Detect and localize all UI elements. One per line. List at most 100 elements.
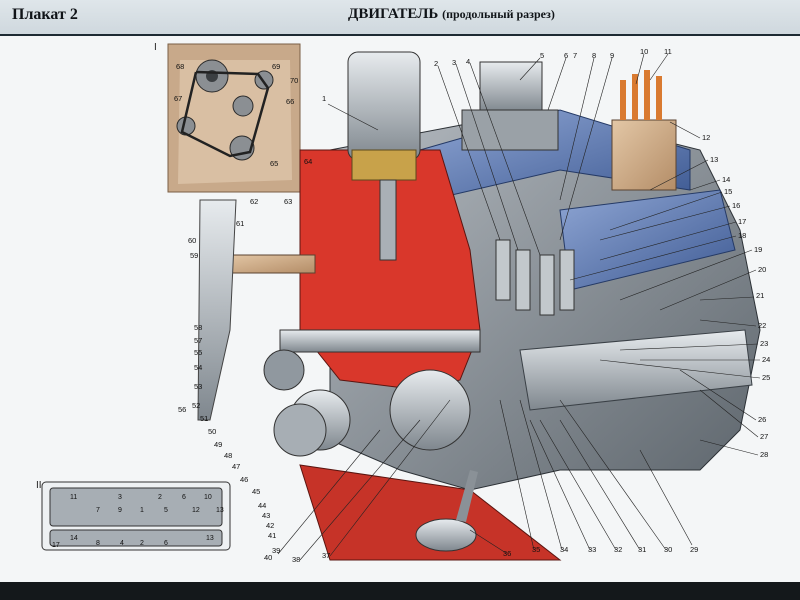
callout-30: 30 — [664, 545, 672, 554]
callout-3: 3 — [452, 58, 456, 67]
svg-text:68: 68 — [176, 62, 184, 71]
callout-51: 51 — [200, 414, 208, 423]
callout-10: 10 — [640, 47, 648, 56]
callout-11: 11 — [664, 47, 672, 56]
callout-2: 2 — [434, 59, 438, 68]
callout-26: 26 — [758, 415, 766, 424]
callout-59: 59 — [190, 251, 198, 260]
bolt-row3-4: 2 — [140, 540, 144, 547]
belt-drive-inset: 68 69 70 67 66 65 — [167, 43, 301, 193]
callout-15: 15 — [724, 187, 732, 196]
callout-55: 55 — [194, 348, 202, 357]
bolt-row1-6: 10 — [204, 494, 212, 501]
inset-one-label: I — [154, 42, 157, 53]
callout-50: 50 — [208, 427, 216, 436]
callout-18: 18 — [738, 231, 746, 240]
callout-63: 63 — [284, 197, 292, 206]
bolt-row2-3: 9 — [118, 507, 122, 514]
callout-31: 31 — [638, 545, 646, 554]
callout-16: 16 — [732, 201, 740, 210]
callout-23: 23 — [760, 339, 768, 348]
distributor — [611, 70, 677, 191]
callout-29: 29 — [690, 545, 698, 554]
callout-32: 32 — [614, 545, 622, 554]
callout-24: 24 — [762, 355, 770, 364]
bolt-row2-2: 14 — [70, 535, 78, 542]
callout-62: 62 — [250, 197, 258, 206]
bolt-row3-1: 13 — [216, 507, 224, 514]
poster-header: Плакат 2 ДВИГАТЕЛЬ (продольный разрез) — [0, 0, 800, 36]
callout-53: 53 — [194, 382, 202, 391]
callout-20: 20 — [758, 265, 766, 274]
poster-number: Плакат 2 — [12, 6, 78, 23]
callout-46: 46 — [240, 475, 248, 484]
fan-assembly — [197, 199, 327, 457]
bolt-row1-2: 7 — [96, 507, 100, 514]
valve-train — [495, 239, 575, 316]
callout-7: 7 — [573, 51, 577, 60]
callout-19: 19 — [754, 245, 762, 254]
callout-56: 56 — [178, 405, 186, 414]
callout-28: 28 — [760, 450, 768, 459]
svg-text:70: 70 — [290, 76, 298, 85]
callout-27: 27 — [760, 432, 768, 441]
callout-34: 34 — [560, 545, 568, 554]
callout-60: 60 — [188, 236, 196, 245]
callout-36: 36 — [503, 549, 511, 558]
inset-two-label: II — [36, 480, 42, 491]
callout-52: 52 — [192, 401, 200, 410]
bolt-row1-1: 11 — [70, 494, 77, 501]
callout-41: 41 — [268, 531, 276, 540]
svg-text:69: 69 — [272, 62, 280, 71]
bolt-row1-4: 2 — [158, 494, 162, 501]
poster-title: ДВИГАТЕЛЬ (продольный разрез) — [348, 6, 555, 23]
svg-text:66: 66 — [286, 97, 294, 106]
callout-61: 61 — [236, 219, 244, 228]
callout-49: 49 — [214, 440, 222, 449]
callout-39: 39 — [272, 546, 280, 555]
callout-33: 33 — [588, 545, 596, 554]
callout-leaders — [277, 53, 761, 561]
callout-35: 35 — [532, 545, 540, 554]
svg-text:65: 65 — [270, 159, 278, 168]
bolt-row1-5: 6 — [182, 494, 186, 501]
callout-14: 14 — [722, 175, 730, 184]
callout-22: 22 — [758, 321, 766, 330]
callout-13: 13 — [710, 155, 718, 164]
callout-8: 8 — [592, 51, 596, 60]
callout-12: 12 — [702, 133, 710, 142]
callout-43: 43 — [262, 511, 270, 520]
callout-9: 9 — [610, 51, 614, 60]
callout-5: 5 — [540, 51, 544, 60]
bolt-row3-5: 6 — [164, 540, 168, 547]
bolt-row2-5: 5 — [164, 507, 168, 514]
callout-64: 64 — [304, 157, 312, 166]
callout-42: 42 — [266, 521, 274, 530]
poster-title-sub: (продольный разрез) — [442, 7, 555, 21]
bolt-row2-1: 17 — [52, 542, 60, 549]
callout-47: 47 — [232, 462, 240, 471]
svg-text:67: 67 — [174, 94, 182, 103]
carburetor — [461, 61, 559, 151]
poster-title-main: ДВИГАТЕЛЬ — [348, 6, 439, 22]
oil-pickup — [415, 470, 478, 552]
callout-44: 44 — [258, 501, 266, 510]
callout-48: 48 — [224, 451, 232, 460]
callout-6: 6 — [564, 51, 568, 60]
callout-4: 4 — [466, 57, 470, 66]
callout-37: 37 — [322, 551, 330, 560]
bolt-row3-2: 8 — [96, 540, 100, 547]
bolt-row3-3: 4 — [120, 540, 124, 547]
callout-21: 21 — [756, 291, 764, 300]
callout-38: 38 — [292, 555, 300, 564]
callout-45: 45 — [252, 487, 260, 496]
callout-25: 25 — [762, 373, 770, 382]
callout-58: 58 — [194, 323, 202, 332]
callout-1: 1 — [322, 94, 326, 103]
callout-54: 54 — [194, 363, 202, 372]
bolt-row2-6: 12 — [192, 507, 200, 514]
bolt-row2-4: 1 — [140, 507, 144, 514]
callout-17: 17 — [738, 217, 746, 226]
